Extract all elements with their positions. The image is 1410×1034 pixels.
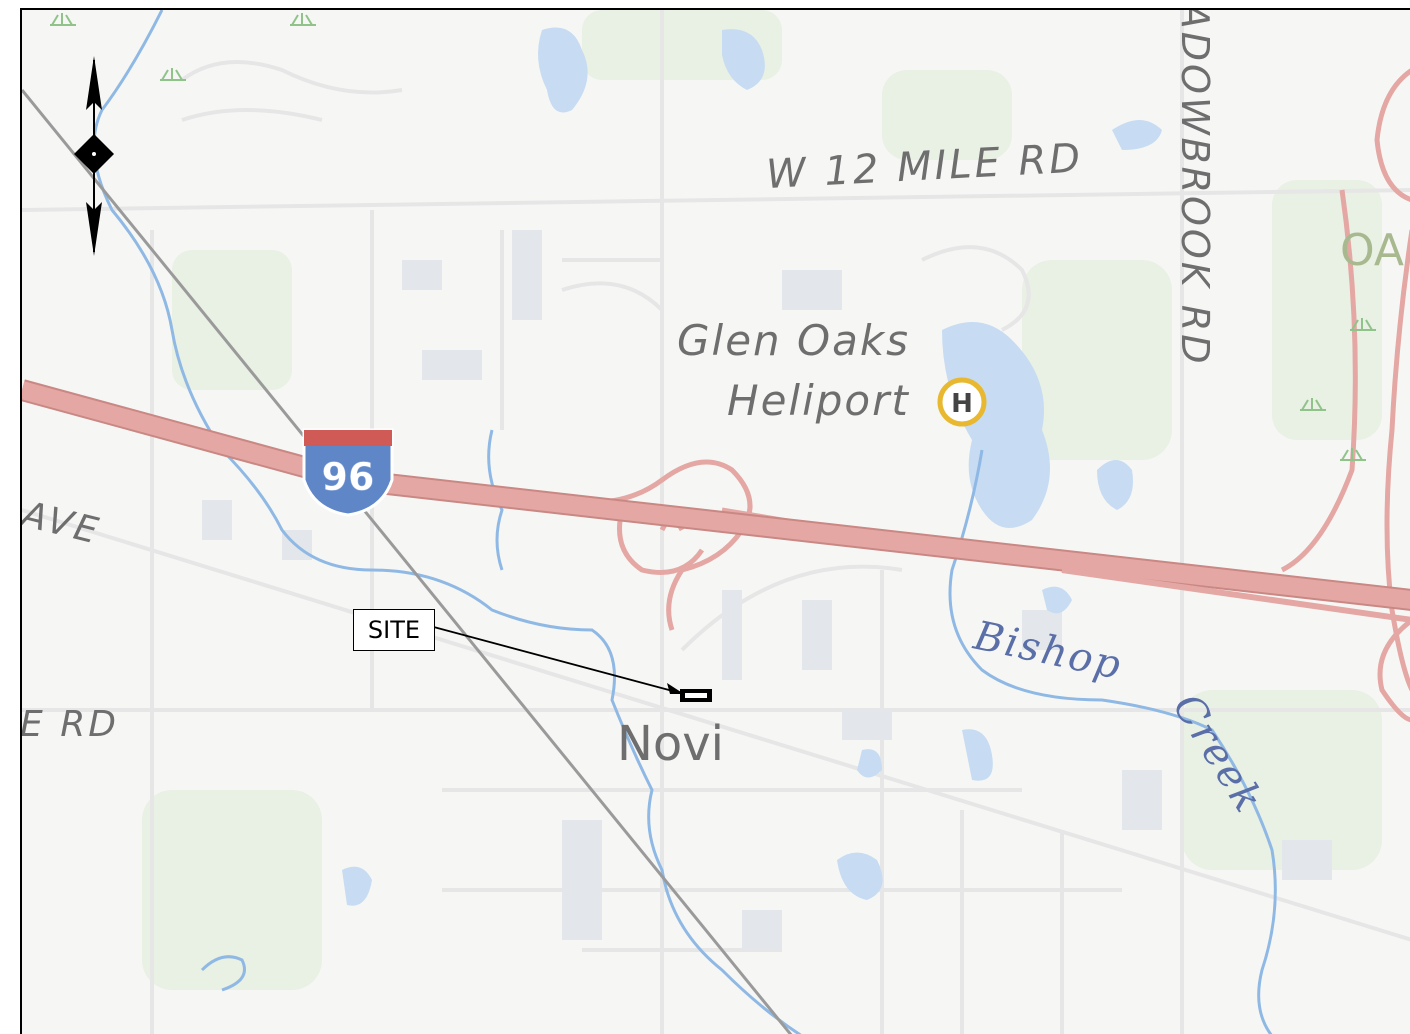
place-label-novi: Novi [617,716,724,772]
heliport-symbol: H [951,389,973,419]
topographic-map[interactable]: W 12 MILE RD MEADOWBROOK RD AVE E RD Gle… [22,10,1410,1034]
buildings [202,230,1332,950]
interstate-number: 96 [322,455,375,499]
site-marker-icon[interactable] [680,689,712,702]
interstate-shield-icon: 96 [302,428,394,517]
site-arrowhead [667,683,684,694]
site-leader-line [414,621,685,695]
road-label-ave: AVE [22,493,105,552]
highway-interchange [561,459,843,631]
place-label-glen-oaks: Glen Oaks [677,316,910,365]
site-label-box[interactable]: SITE [353,609,435,651]
site-label: SITE [367,616,421,644]
railroad-line [22,89,793,1034]
road-label-meadowbrook: MEADOWBROOK RD [1173,10,1217,367]
north-arrow-icon [74,56,114,256]
map-frame[interactable]: W 12 MILE RD MEADOWBROOK RD AVE E RD Gle… [20,8,1410,1034]
marsh-symbols [50,13,1376,461]
heliport-icon: H [937,377,987,427]
highway-ramps-east [1280,68,1410,723]
place-label-oa: OA [1340,225,1404,276]
road-label-w-12-mile: W 12 MILE RD [765,135,1084,198]
place-label-heliport: Heliport [727,376,910,425]
water-bodies [342,27,1162,906]
road-label-e-rd: E RD [22,704,119,745]
